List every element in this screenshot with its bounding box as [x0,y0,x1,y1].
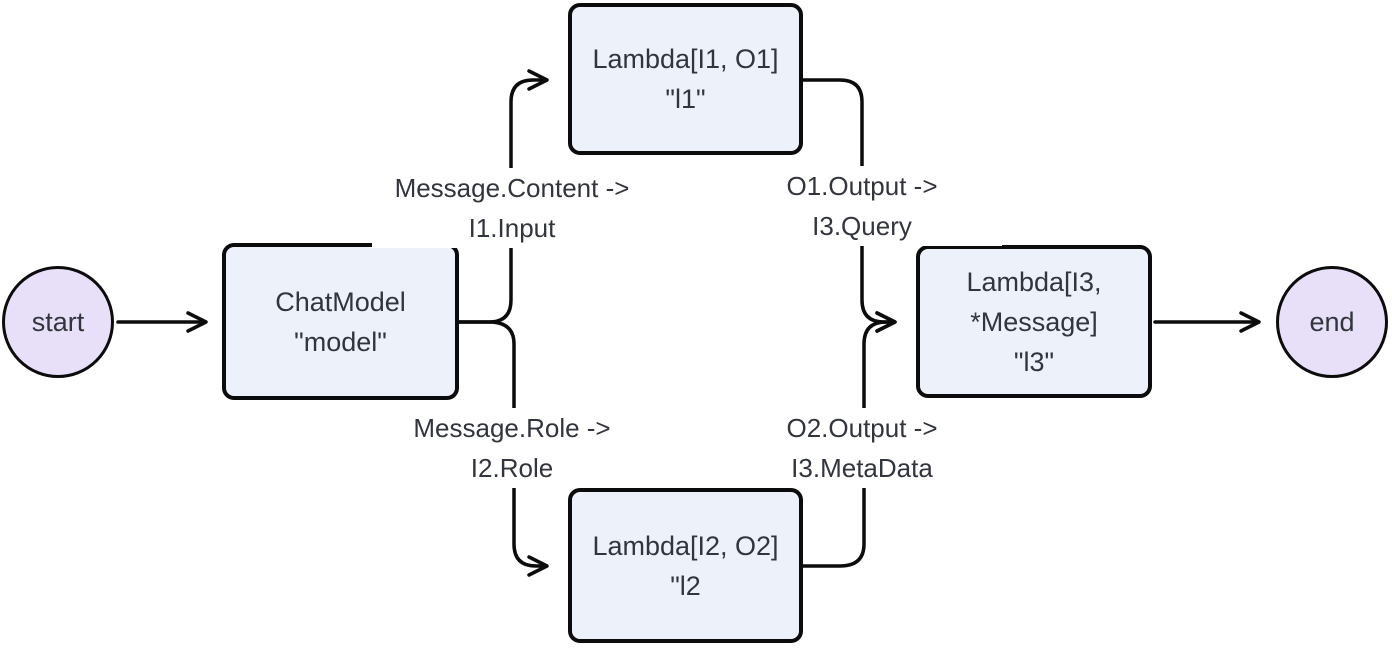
node-start: start [2,266,114,378]
node-start-label: start [31,307,85,337]
node-end-label: end [1309,307,1355,337]
edge-label-l1-l3: O1.Output -> I3.Query [722,166,1002,246]
node-lambda-l3-label: Lambda[I3, *Message] "l3" [966,266,1102,377]
node-lambda-l2: Lambda[I2, O2] "l2 [568,488,803,643]
edge-label-model-l1: Message.Content -> I1.Input [372,168,652,248]
node-lambda-l1: Lambda[I1, O1] "l1" [568,3,803,155]
node-end: end [1276,266,1388,378]
node-chatmodel-label: ChatModel "model" [275,286,406,357]
node-lambda-l1-label: Lambda[I1, O1] "l1" [592,44,779,114]
node-chatmodel: ChatModel "model" [222,243,459,400]
edge-label-l2-l3: O2.Output -> I3.MetaData [722,408,1002,488]
node-lambda-l2-label: Lambda[I2, O2] "l2 [592,530,779,601]
node-lambda-l3: Lambda[I3, *Message] "l3" [916,245,1152,398]
edge-label-model-l2: Message.Role -> I2.Role [372,408,652,488]
